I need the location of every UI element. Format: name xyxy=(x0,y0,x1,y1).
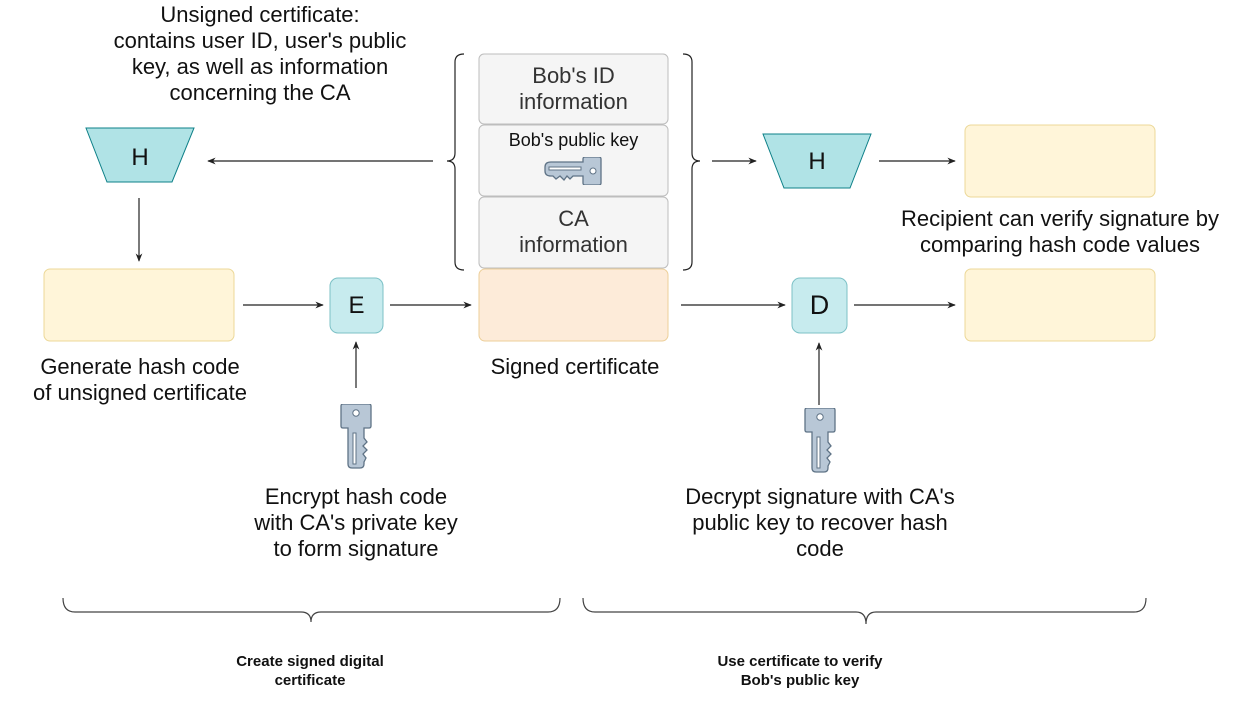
hash-code-box-right-bottom xyxy=(964,268,1156,342)
encrypt-label: E xyxy=(348,291,365,319)
encrypt-description: Encrypt hash code with CA's private key … xyxy=(254,484,458,561)
encrypt-box xyxy=(329,277,384,334)
generate-hash-label: Generate hash code of unsigned certifica… xyxy=(32,354,248,405)
bob-id-box xyxy=(478,53,669,125)
ca-info-box xyxy=(478,196,669,269)
unsigned-certificate-label: Unsigned certificate: contains user ID, … xyxy=(113,2,407,105)
hash-function-left xyxy=(85,127,195,183)
right-brace xyxy=(682,53,701,271)
key-icon xyxy=(340,404,372,469)
key-icon xyxy=(804,408,836,473)
signed-certificate-box xyxy=(478,268,669,342)
hash-code-box-left xyxy=(43,268,235,342)
recipient-label: Recipient can verify signature by compar… xyxy=(901,206,1219,257)
bob-public-key-text: Bob's public key xyxy=(508,130,639,150)
decrypt-description: Decrypt signature with CA's public key t… xyxy=(685,484,955,561)
section-create-label: Create signed digital certificate xyxy=(236,653,384,689)
signed-certificate-label: Signed certificate xyxy=(490,354,660,379)
bob-public-key-box xyxy=(478,124,669,197)
hash-code-box-right-top xyxy=(964,124,1156,198)
decrypt-box xyxy=(791,277,848,334)
hash-function-right xyxy=(762,133,872,189)
hash-right-label: H xyxy=(808,148,826,175)
hash-left-label: H xyxy=(131,144,149,171)
left-brace xyxy=(446,53,465,271)
decrypt-label: D xyxy=(809,290,830,320)
section-brace-use xyxy=(582,597,1147,625)
ca-info-text: CA information xyxy=(519,206,628,257)
section-use-label: Use certificate to verify Bob's public k… xyxy=(717,653,883,689)
section-brace-create xyxy=(62,597,561,623)
bob-id-text: Bob's ID information xyxy=(519,63,628,114)
